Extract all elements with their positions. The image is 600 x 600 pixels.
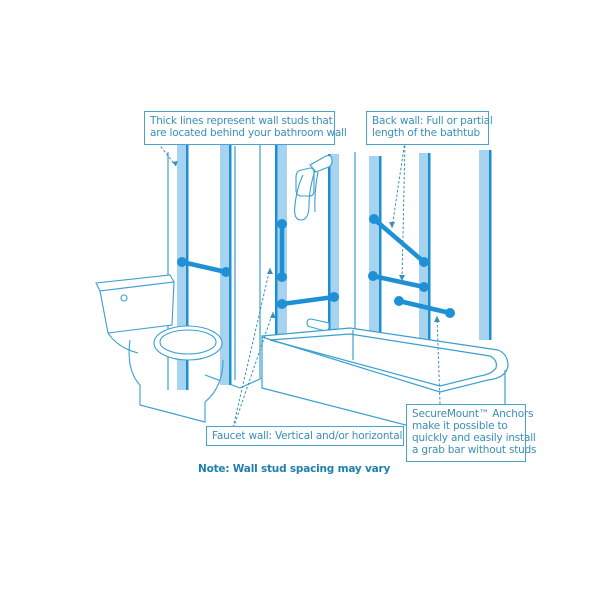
callout-faucet-wall: Faucet wall: Vertical and/or horizontal … xyxy=(206,426,423,446)
handheld-shower-icon xyxy=(294,155,333,221)
grab-bars xyxy=(177,214,455,318)
callout-anchors: SecureMount™ Anchors make it possible to… xyxy=(406,404,537,462)
callout-back-wall: Back wall: Full or partial length of the… xyxy=(366,111,493,145)
wall-studs xyxy=(177,145,492,390)
callout-faucet-wall-line-1: Faucet wall: Vertical and/or horizontal … xyxy=(212,430,423,442)
callout-anchors-line-3: quickly and easily install xyxy=(412,432,536,444)
callout-anchors-line-2: make it possible to xyxy=(412,420,508,432)
callout-studs-line-2: are located behind your bathroom wall xyxy=(150,127,347,139)
stud-spacing-note: Note: Wall stud spacing may vary xyxy=(198,463,391,475)
callout-back-wall-line-2: length of the bathtub xyxy=(372,127,480,139)
bathtub-icon xyxy=(261,327,509,431)
callout-anchors-line-1: SecureMount™ Anchors xyxy=(412,408,534,420)
callout-studs: Thick lines represent wall studs that ar… xyxy=(144,111,347,145)
tub-faucet-icon xyxy=(306,318,330,332)
callout-studs-line-1: Thick lines represent wall studs that xyxy=(150,115,333,127)
arrowheads xyxy=(172,161,440,322)
callout-anchors-line-4: a grab bar without studs xyxy=(412,444,537,456)
callout-back-wall-line-1: Back wall: Full or partial xyxy=(372,115,493,127)
toilet-icon xyxy=(95,274,224,423)
